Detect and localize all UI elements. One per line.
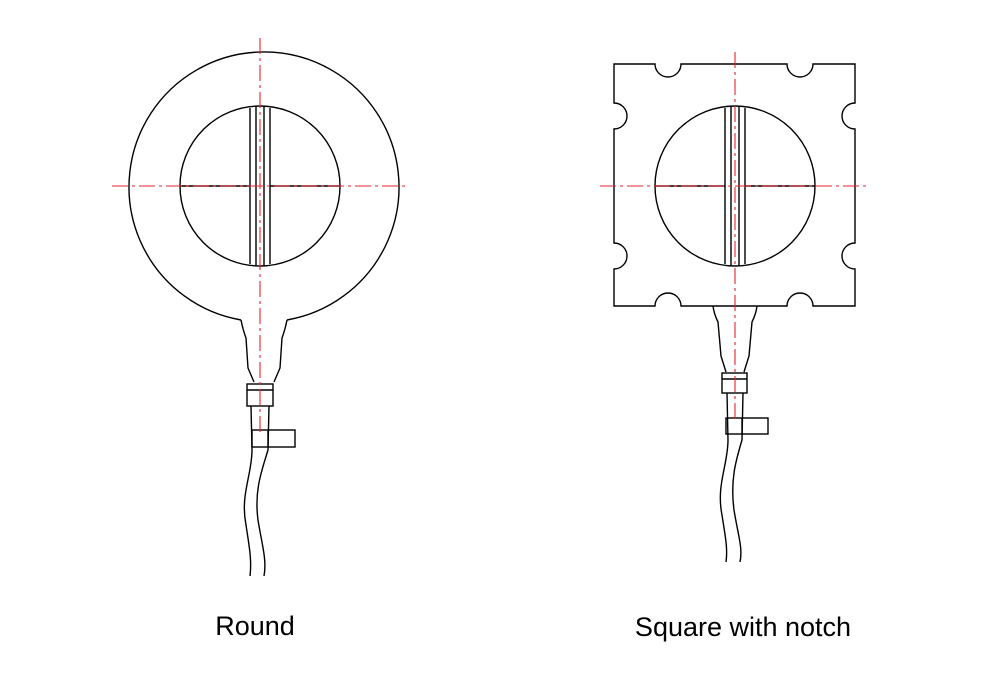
square-cable (719, 392, 729, 563)
square-notched-sensor (600, 52, 868, 563)
round-label: Round (215, 611, 295, 641)
round-outer-body (128, 51, 400, 321)
square-grommet (721, 372, 748, 394)
round-neck (240, 319, 288, 383)
round-cable-tab (251, 429, 296, 448)
round-sensor (112, 38, 408, 577)
round-cable (243, 405, 253, 577)
square-neck (712, 305, 758, 373)
square-cable-tab (725, 417, 769, 435)
square-with-notch-label: Square with notch (634, 612, 852, 642)
square-outer-body (613, 63, 856, 307)
